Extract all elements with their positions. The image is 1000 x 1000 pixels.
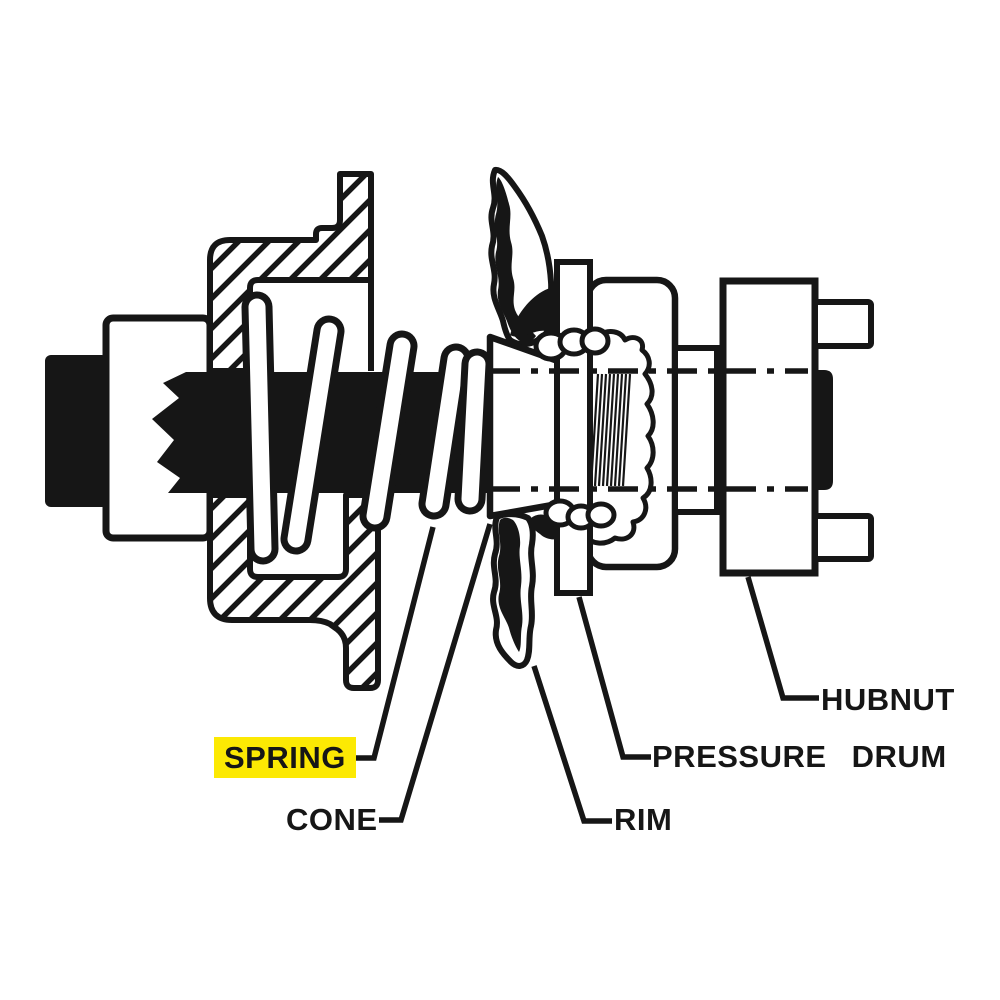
pressure-drum-leader (576, 596, 651, 760)
rim-leader (531, 665, 612, 824)
shaft-end-block (45, 355, 108, 507)
hubnut-assembly (719, 277, 874, 577)
rim-hole-lumps (533, 326, 617, 531)
spring-coils (241, 291, 493, 565)
hub-bracket-lower (207, 492, 381, 691)
hub-bracket (207, 171, 381, 691)
hubnut-seal (813, 370, 833, 490)
centerlines (490, 368, 808, 492)
wheel-stud-bottom (812, 513, 874, 562)
spring-leader (352, 526, 436, 761)
hubnut-label: HUBNUT (821, 682, 955, 717)
rim-label: RIM (614, 802, 673, 837)
hub-bracket-upper (207, 171, 374, 374)
rim-center-disc (554, 259, 593, 596)
hubnut-leader (745, 576, 819, 701)
rim-upper-section (488, 166, 561, 348)
pressure-drum-label: PRESSURE DRUM (652, 739, 947, 774)
drum-spacer (672, 345, 720, 515)
thread-hatch (589, 373, 632, 487)
cone-leader (379, 523, 493, 823)
wheel-stud-top (812, 299, 874, 349)
spring-label: SPRING (214, 737, 356, 778)
leader-lines (352, 523, 819, 824)
hubnut-body (719, 277, 819, 577)
cone-label: CONE (286, 802, 378, 837)
